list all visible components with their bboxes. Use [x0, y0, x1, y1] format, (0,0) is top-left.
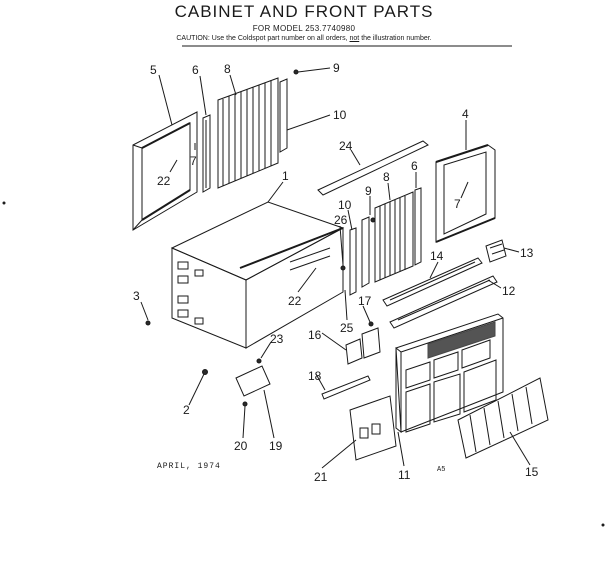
- callout-18: 18: [308, 369, 322, 383]
- callout-8-right: 8: [383, 170, 390, 184]
- caution-suffix: the illustration number.: [361, 35, 432, 42]
- callout-7-left: 7: [190, 154, 197, 168]
- caution-note: CAUTION: Use the Coldspot part number on…: [0, 35, 608, 42]
- part-8-left-louvers: [217, 77, 279, 189]
- edge-mark-left: [2, 201, 6, 205]
- callout-20: 20: [234, 439, 248, 453]
- callout-2: 2: [183, 403, 190, 417]
- leader-lines: [140, 67, 531, 469]
- part-17-bracket: [361, 321, 381, 359]
- callout-10-right: 10: [338, 198, 352, 212]
- part-19-bracket: [235, 358, 271, 407]
- callout-22-center: 22: [288, 294, 302, 308]
- part-18-rod: [321, 375, 371, 400]
- part-13-clip: [485, 239, 507, 263]
- footer-date: APRIL, 1974: [157, 462, 221, 471]
- callout-21: 21: [314, 470, 328, 484]
- callout-23: 23: [270, 332, 284, 346]
- callout-7-right: 7: [454, 197, 461, 211]
- callout-4: 4: [462, 107, 469, 121]
- callout-5: 5: [150, 63, 157, 77]
- callout-6-left: 6: [192, 63, 199, 77]
- callout-12: 12: [502, 284, 516, 298]
- callout-11: 11: [398, 468, 411, 482]
- model-subtitle: FOR MODEL 253.7740980: [252, 24, 356, 33]
- part-1-cabinet: [170, 201, 345, 349]
- part-2-screw: [202, 369, 208, 375]
- diagram-title: CABINET AND FRONT PARTS: [174, 2, 434, 21]
- part-26-strip: [340, 227, 357, 296]
- callout-13: 13: [520, 246, 534, 260]
- part-24-top-rail: [317, 140, 429, 196]
- callout-16: 16: [308, 328, 322, 342]
- part-9-10-right-rails: [361, 216, 376, 288]
- part-8-right-louvers: [374, 191, 414, 283]
- part-10-left-rail: [279, 69, 299, 153]
- part-14-rail: [382, 257, 483, 307]
- callout-14: 14: [430, 249, 444, 263]
- part-3-screw: [145, 320, 151, 326]
- callout-9-right: 9: [365, 184, 372, 198]
- callout-19: 19: [269, 439, 283, 453]
- callout-numbers: 5 6 8 9 10 22 7 1 4 24 7 10 9 8 6 26 22 …: [133, 61, 539, 484]
- part-16-bracket: [345, 338, 363, 365]
- part-4-right-frame: [435, 144, 496, 243]
- callout-9-left: 9: [333, 61, 340, 75]
- callout-25: 25: [340, 321, 354, 335]
- footer-code: A5: [437, 466, 446, 474]
- callout-17: 17: [358, 294, 372, 308]
- part-15-filter: [457, 377, 549, 459]
- callout-10-left: 10: [333, 108, 347, 122]
- callout-6-right: 6: [411, 159, 418, 173]
- part-11-front-grille: [395, 313, 504, 434]
- part-6-left-strip: [202, 114, 211, 193]
- caution-prefix: CAUTION: Use the Coldspot part number on…: [176, 35, 348, 42]
- caution-not: not: [349, 35, 360, 42]
- callout-26: 26: [334, 213, 348, 227]
- callout-22-left: 22: [157, 174, 171, 188]
- edge-mark-right: [601, 523, 605, 527]
- part-12-rail: [389, 275, 498, 329]
- callout-3: 3: [133, 289, 140, 303]
- part-21-panel: [349, 395, 397, 461]
- callout-24: 24: [339, 139, 353, 153]
- part-5-left-frame: [132, 111, 198, 231]
- callout-8-left: 8: [224, 62, 231, 76]
- part-6-right-strip: [414, 187, 422, 266]
- callout-15: 15: [525, 465, 539, 479]
- callout-1: 1: [282, 169, 289, 183]
